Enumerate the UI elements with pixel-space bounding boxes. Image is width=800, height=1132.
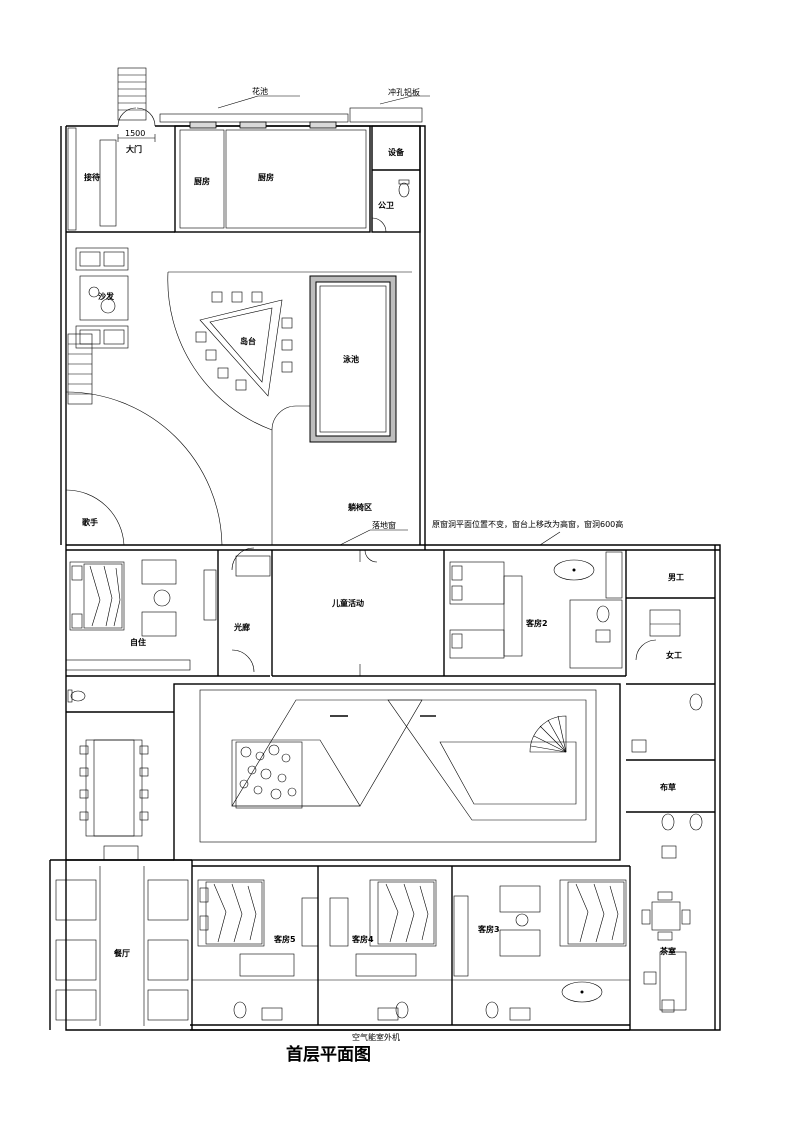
island-area	[167, 271, 412, 431]
guest-room-2	[444, 550, 627, 677]
dining-block	[49, 689, 193, 1030]
reception-label: 接待	[84, 172, 100, 182]
dining-label: 餐厅	[113, 948, 130, 958]
tea-room-label: 茶室	[659, 946, 676, 956]
island-label: 岛台	[240, 336, 256, 346]
kitchen-small-label: 厨房	[194, 176, 210, 186]
lounge-label: 躺椅区	[348, 502, 372, 512]
guest2-label: 客房2	[525, 618, 548, 628]
kids-area	[271, 550, 445, 677]
equipment-label: 设备	[388, 147, 405, 157]
singer-label: 歌手	[82, 517, 98, 527]
reception-area	[66, 127, 175, 233]
ac-outdoor-label: 空气能室外机	[352, 1032, 400, 1042]
perforated-panel-label: 冲孔铝板	[388, 87, 420, 97]
female-staff-label: 女工	[666, 650, 682, 660]
lounge-area	[65, 391, 310, 546]
central-courtyard	[173, 683, 621, 861]
kids-label: 儿童活动	[331, 598, 364, 608]
owner-suite	[65, 547, 271, 677]
flower-pool-label: 花池	[252, 86, 268, 96]
sofa-label: 沙发	[98, 291, 115, 301]
public-wc-label: 公卫	[378, 201, 394, 210]
linen-label: 布草	[659, 782, 676, 792]
guest3-label: 客房3	[477, 924, 500, 934]
kitchen-label: 厨房	[258, 172, 274, 182]
guest4-label: 客房4	[351, 934, 374, 944]
flower-pool	[159, 95, 430, 123]
pool-label: 泳池	[343, 354, 359, 364]
window-notes	[339, 529, 561, 563]
kitchen-block	[174, 121, 421, 233]
guest-rooms-south	[192, 865, 631, 1030]
plan-title: 首层平面图	[286, 1044, 371, 1065]
pool	[309, 275, 397, 443]
owner-label: 自住	[130, 637, 146, 647]
service-east	[626, 683, 715, 1013]
floor-window-label: 落地窗	[372, 520, 396, 530]
window-note: 原窗洞平面位置不变，窗台上移改为高窗，窗洞600高	[432, 519, 623, 529]
guest5-label: 客房5	[273, 934, 296, 944]
door-width-dimension: 1500	[125, 129, 145, 138]
light-corridor-label: 光廊	[233, 622, 250, 632]
sofa-area	[67, 247, 129, 405]
staff-rooms	[626, 597, 715, 661]
entrance-steps	[117, 67, 156, 142]
main-door-label: 大门	[126, 144, 142, 154]
male-staff-label: 男工	[668, 573, 684, 582]
